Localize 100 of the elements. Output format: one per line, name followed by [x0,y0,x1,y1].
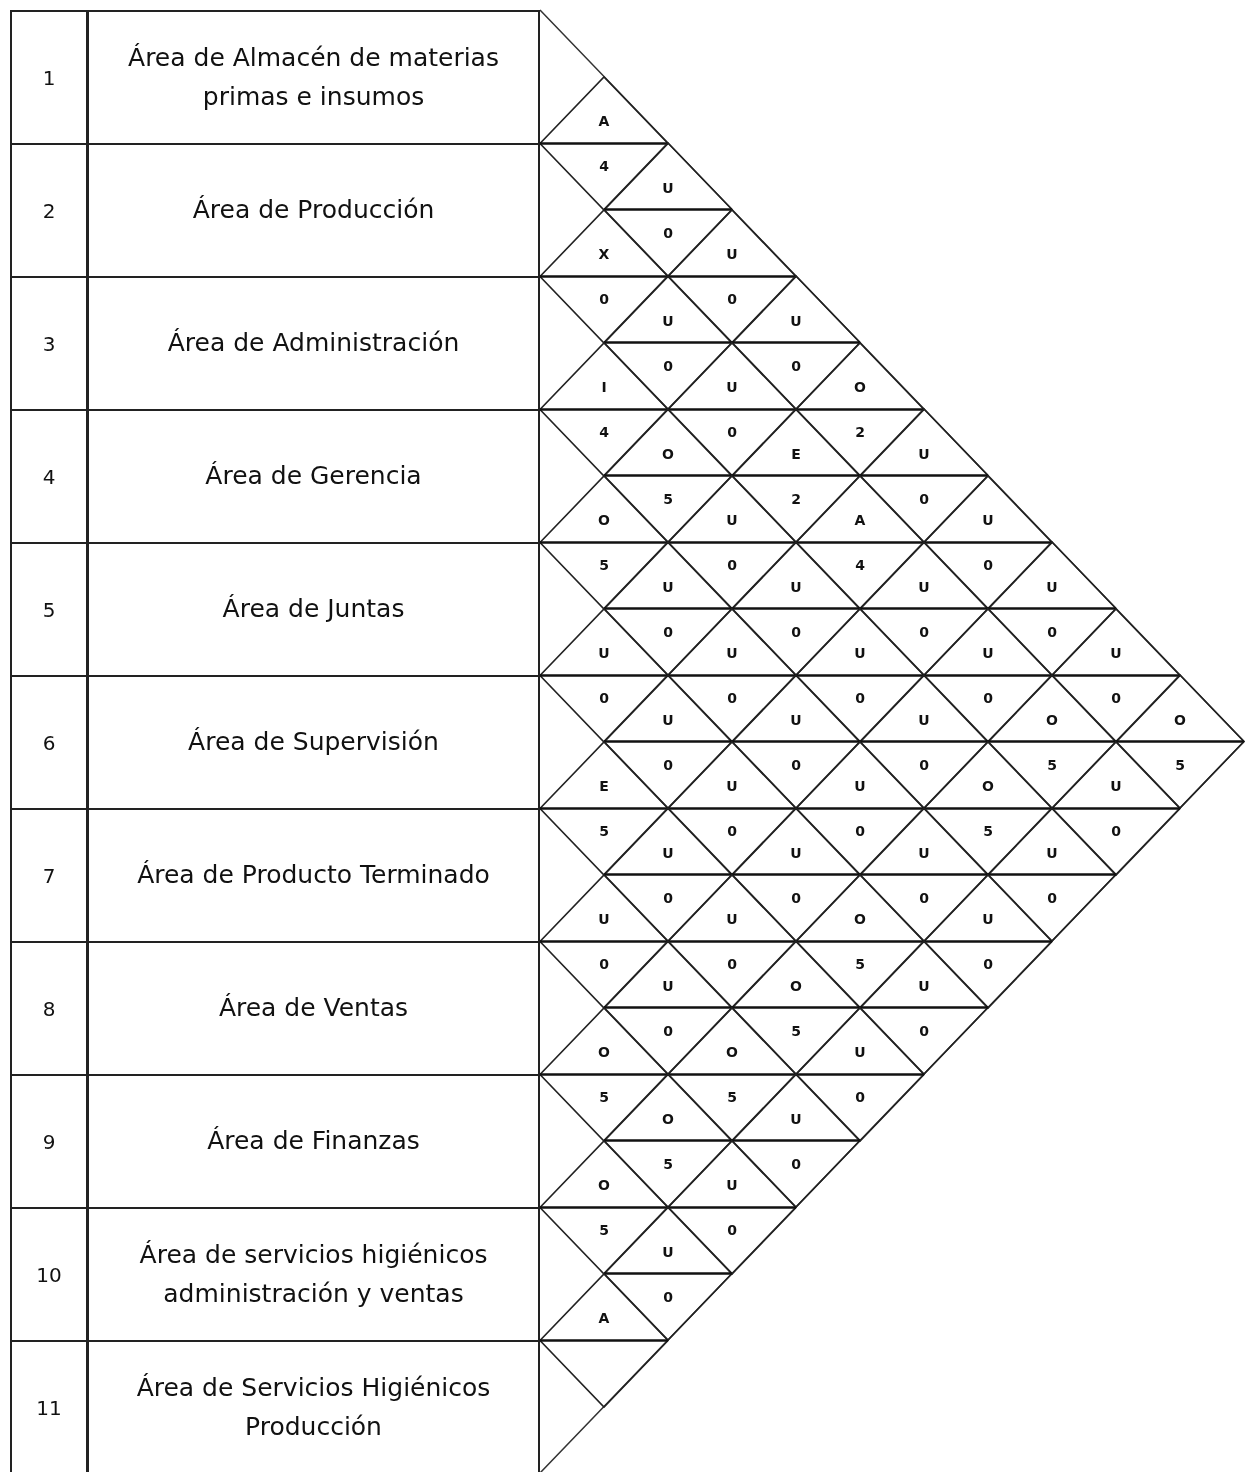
relationship-code: O [853,911,867,927]
department-row [10,941,540,1076]
reason-code: 0 [982,557,994,573]
relationship-code: U [725,512,739,528]
reason-code: 0 [790,889,802,906]
reason-code: 0 [598,291,610,307]
relationship-code: O [725,1044,739,1060]
reason-code: 0 [854,1089,866,1105]
relationship-code: U [1045,844,1059,861]
department-row [10,808,540,943]
relationship-code: O [597,512,611,528]
relationship-code: U [1109,778,1123,794]
reason-code: 0 [854,823,866,839]
relationship-code: U [853,1044,867,1060]
reason-code: 0 [726,1222,738,1238]
department-row [10,409,540,544]
reason-code: 0 [1046,889,1058,906]
reason-code: 5 [662,1155,674,1172]
reason-code: 0 [982,956,994,972]
row-number: 3 [42,331,56,356]
relationship-code: U [661,977,675,994]
reason-code: 0 [1110,690,1122,706]
reason-code: 5 [1046,756,1058,773]
row-number: 4 [42,464,56,489]
reason-code: 0 [918,889,930,906]
department-name: Área de Administración [167,327,460,360]
relationship-code: U [725,911,739,927]
relationship-code: A [853,512,867,528]
relationship-code: E [790,445,802,462]
relationship-code: U [917,711,931,728]
reason-code: 0 [662,889,674,906]
relationship-code: U [981,911,995,927]
department-row [10,1207,540,1342]
reason-code: 0 [726,291,738,307]
relationship-code: O [1045,711,1059,728]
relationship-code: U [661,312,675,329]
relationship-code: U [661,1243,675,1260]
relationship-code: U [1109,645,1123,661]
reason-code: 0 [854,690,866,706]
reason-code: 5 [790,1022,802,1039]
department-row [10,10,540,145]
reason-code: 2 [790,490,802,507]
department-row [10,1074,540,1209]
relationship-code: U [853,645,867,661]
relationship-code: U [725,645,739,661]
relationship-code: U [661,179,675,196]
relationship-code: U [981,645,995,661]
row-number: 5 [42,597,56,622]
relationship-code: U [661,711,675,728]
reason-code: 0 [982,690,994,706]
relationship-code: U [789,1110,803,1127]
relationship-code: U [597,911,611,927]
department-row [10,675,540,810]
reason-code: 0 [726,424,738,440]
reason-code: 0 [790,623,802,640]
relationship-code: U [661,844,675,861]
relationship-code: O [1173,711,1187,728]
reason-code: 0 [918,490,930,507]
row-number: 9 [42,1129,56,1154]
relationship-code: I [600,379,608,395]
relationship-code: U [725,246,739,262]
row-number: 8 [42,996,56,1021]
department-name: Área de Finanzas [207,1125,420,1158]
row-number: 7 [42,863,56,888]
reason-code: 0 [662,357,674,374]
reason-code: 0 [726,823,738,839]
relationship-code: U [725,1177,739,1193]
reason-code: 0 [662,1022,674,1039]
row-number: 11 [36,1395,62,1420]
reason-code: 5 [982,823,994,839]
relationship-code: X [597,246,611,262]
relationship-code: U [725,778,739,794]
reason-code: 5 [662,490,674,507]
relationship-code: O [661,445,675,462]
department-name: Área de servicios higiénicos administración y ventas [138,1238,489,1310]
relationship-code: U [981,512,995,528]
relationship-code: A [597,1310,611,1326]
relationship-code: U [789,312,803,329]
reason-code: 5 [598,1089,610,1105]
row-number: 6 [42,730,56,755]
relationship-code: O [661,1110,675,1127]
department-name: Área de Gerencia [205,460,422,493]
department-name: Área de Servicios Higiénicos Producción [135,1371,492,1443]
reason-code: 0 [1110,823,1122,839]
relationship-code: O [597,1044,611,1060]
reason-code: 0 [662,623,674,640]
reason-code: 4 [598,424,610,440]
relationship-code: U [917,977,931,994]
department-row [10,276,540,411]
reason-code: 0 [790,357,802,374]
reason-code: 5 [726,1089,738,1105]
reason-code: 4 [598,158,610,174]
reason-code: 0 [1046,623,1058,640]
reason-code: 4 [854,557,866,573]
reason-code: 5 [854,956,866,972]
department-row [10,1340,540,1472]
department-name: Área de Juntas [222,593,405,626]
relationship-code: U [789,578,803,595]
department-name: Área de Producción [192,194,435,227]
relationship-code: U [725,379,739,395]
